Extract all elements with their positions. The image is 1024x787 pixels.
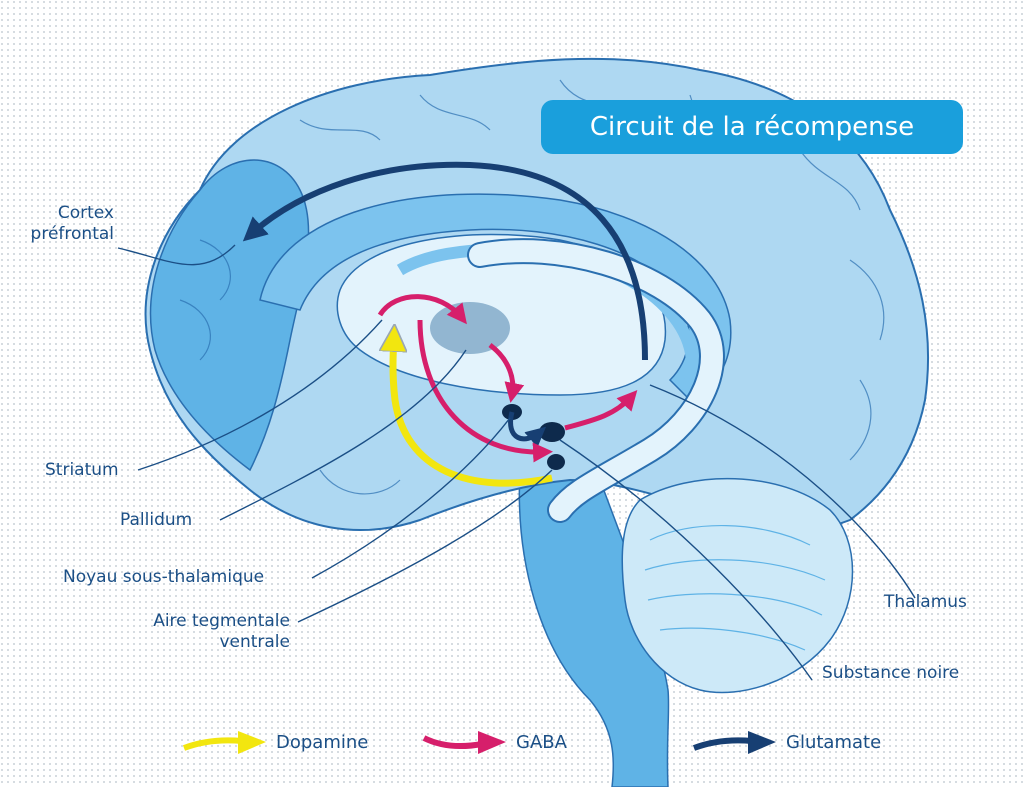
label-thalamus: Thalamus [884,592,967,612]
label-noyau-sous-thalamique: Noyau sous-thalamique [63,567,265,587]
title-background [541,100,963,154]
substantia-nigra [539,422,565,442]
arrow-glutamate-icon [692,731,776,754]
label-aire-tegmentale-ventrale: Aire tegmentale ventrale [100,611,290,653]
leader-lines [117,244,916,681]
gaba-striatum-pallidum [377,294,467,325]
glutamate-pathway [242,161,648,361]
label-cortex-line1: Cortex [57,203,114,223]
label-cortex-prefrontal: Cortex préfrontal [16,203,114,245]
gaba-striatum-sn [417,319,553,463]
legend-dopamine-label: Dopamine [276,732,369,753]
legend-gaba-label: GABA [516,732,567,753]
cerebellum [621,477,854,694]
gaba-pallidum-stn [488,343,525,403]
prefrontal-cortex [149,159,310,472]
descending-tract-fill [469,240,723,521]
label-pallidum: Pallidum [120,510,193,530]
arrow-dopamine-icon [182,731,266,754]
arrow-gaba-icon [422,731,506,754]
glutamate-short [508,411,547,448]
label-atv-line2: ventrale [219,632,290,652]
diagram-title: Circuit de la récompense [589,112,915,142]
dopamine-pathway [393,335,553,487]
label-atv-line1: Aire tegmentale [153,611,290,631]
gaba-sn-thalamus [564,390,638,431]
label-substance-noire: Substance noire [822,663,960,683]
cerebellum-folia [644,525,826,651]
ventral-tegmental-area [547,454,565,470]
label-cortex-line2: préfrontal [30,224,114,244]
pallidum-region [430,302,510,354]
legend-glutamate-label: Glutamate [786,732,882,753]
label-striatum: Striatum [45,460,119,480]
